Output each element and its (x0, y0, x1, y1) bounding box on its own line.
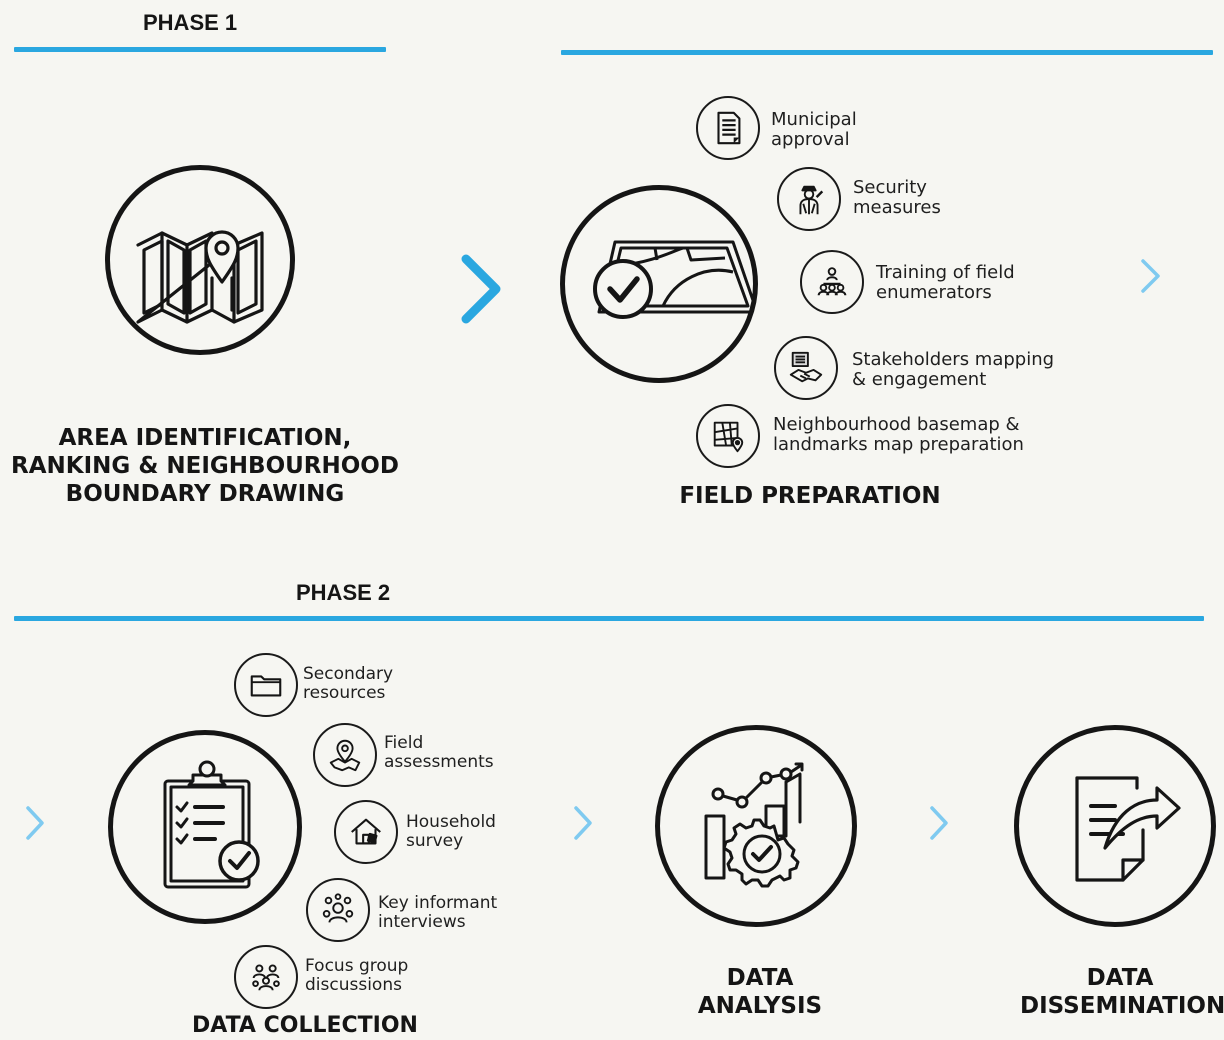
basemap-preparation-icon-circle (696, 404, 760, 468)
document-icon (717, 111, 741, 145)
map-checkmark-icon (593, 240, 753, 319)
area-heading-line-1: AREA IDENTIFICATION, (58, 425, 352, 451)
handshake-icon (789, 351, 823, 383)
data-collection-heading: DATA COLLECTION (192, 1013, 418, 1038)
training-group-icon (817, 267, 847, 296)
area-heading-line-2: RANKING & NEIGHBOURHOOD (11, 453, 399, 479)
analytics-gear-icon (704, 762, 804, 888)
stakeholders-mapping-icon-circle (774, 336, 838, 400)
area-identification-heading: AREA IDENTIFICATION, RANKING & NEIGHBOUR… (10, 424, 400, 508)
key-informant-icon-circle (306, 878, 370, 942)
chevron-right-icon (461, 254, 501, 324)
data-analysis-heading: DATA ANALYSIS (680, 964, 840, 1020)
folded-map-pin-icon (136, 230, 264, 324)
interview-icon (322, 893, 354, 923)
field-preparation-circle (560, 185, 758, 383)
map-pin-icon (329, 739, 361, 772)
dissemination-heading-line-1: DATA (1086, 965, 1154, 991)
focus-group-icon (252, 964, 280, 991)
secondary-resources-icon-circle (234, 653, 298, 717)
analysis-heading-line-1: DATA (726, 965, 794, 991)
phase-1-bar-left (14, 47, 386, 52)
area-heading-line-3: BOUNDARY DRAWING (65, 481, 345, 507)
data-dissemination-circle (1014, 725, 1216, 927)
security-measures-icon-circle (777, 167, 841, 231)
phase-1-bar-right (561, 50, 1213, 55)
chevron-right-icon (574, 806, 592, 840)
dissemination-heading-line-2: DISSEMINATION (1020, 993, 1224, 1019)
area-identification-circle (105, 165, 295, 355)
data-collection-circle (108, 730, 302, 924)
phase-2-label: PHASE 2 (296, 580, 391, 605)
phase-1-label: PHASE 1 (143, 10, 238, 35)
municipal-approval-icon-circle (696, 96, 760, 160)
data-dissemination-heading: DATA DISSEMINATION (1020, 964, 1224, 1020)
house-icon (351, 818, 381, 845)
focus-group-icon-circle (234, 945, 298, 1009)
stakeholders-mapping-label: Stakeholders mapping& engagement (852, 349, 1055, 390)
chevron-right-icon (1141, 259, 1160, 293)
document-share-icon (1075, 776, 1181, 882)
basemap-icon (713, 421, 744, 453)
household-survey-icon-circle (334, 800, 398, 864)
training-enumerators-icon-circle (800, 250, 864, 314)
chevron-right-icon (930, 806, 948, 840)
chevron-right-icon (26, 806, 44, 840)
clipboard-checklist-icon (163, 760, 260, 889)
security-guard-icon (799, 185, 824, 215)
phase-2-bar (14, 616, 1204, 621)
basemap-preparation-label: Neighbourhood basemap &landmarks map pre… (773, 414, 1024, 455)
folder-icon (250, 675, 282, 697)
data-analysis-circle (655, 725, 857, 927)
analysis-heading-line-2: ANALYSIS (697, 993, 823, 1019)
field-preparation-heading: FIELD PREPARATION (679, 483, 941, 509)
field-assessments-icon-circle (313, 723, 377, 787)
